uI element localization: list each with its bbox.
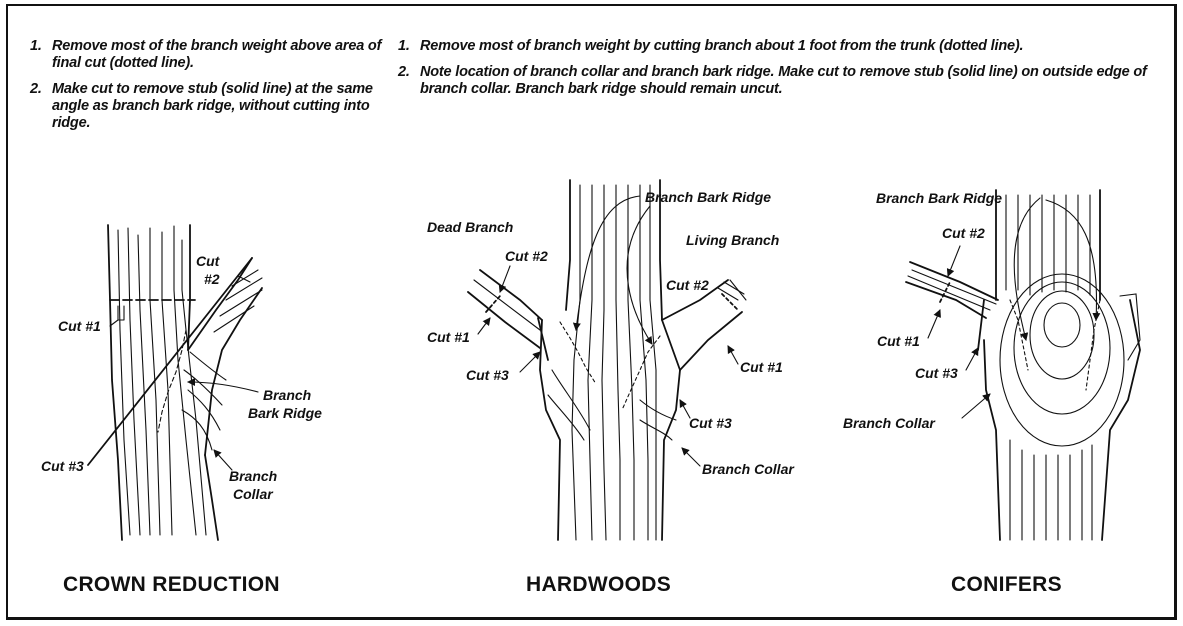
cut-1-arrow — [928, 310, 940, 338]
cut-3-solid-line — [88, 258, 252, 465]
cut-3-arrow — [966, 348, 978, 370]
collar-arrow — [214, 450, 232, 470]
cut-3-label: Cut #3 — [915, 365, 958, 381]
trunk-outline — [984, 190, 1140, 540]
branch-collar-label: Branch Collar — [843, 415, 936, 431]
branch-bark-ridge-label: Branch Bark Ridge — [645, 189, 771, 205]
trunk-bark-lines — [118, 226, 206, 535]
cut-3-solid — [978, 300, 984, 350]
collar-arrow — [962, 394, 990, 418]
collar-label-line1: Branch — [229, 468, 277, 484]
cut-2-label: Cut — [196, 253, 221, 269]
left-cut-1-dotted — [486, 296, 500, 312]
left-cut-1-arrow — [478, 318, 490, 334]
right-cut-1-dotted — [722, 294, 738, 310]
knot-rings — [1000, 274, 1124, 446]
conifers-title: CONIFERS — [951, 573, 1062, 597]
cut-3-label: Cut #3 — [41, 458, 84, 474]
cut-2-label: Cut #2 — [942, 225, 985, 241]
ridge-label-line1: Branch — [263, 387, 311, 403]
collar-label-line2: Collar — [233, 486, 274, 502]
right-cut-3-arrow — [680, 400, 690, 418]
branch-collar-label: Branch Collar — [702, 461, 795, 477]
left-cut-1-label: Cut #1 — [427, 329, 470, 345]
cut-1-label: Cut #1 — [58, 318, 101, 334]
right-cut-1-arrow — [728, 346, 738, 364]
cut-2-arrow — [948, 246, 960, 276]
collar-arrow — [682, 448, 700, 466]
cut-2-number: #2 — [204, 271, 220, 287]
left-cut-3-arrow — [520, 352, 540, 372]
left-cut-3-solid — [538, 318, 548, 360]
conifer-branch — [906, 262, 998, 318]
trunk-outline — [540, 180, 680, 540]
collar-lines — [182, 352, 226, 450]
cut-1-dotted — [940, 282, 950, 302]
living-branch-label: Living Branch — [686, 232, 779, 248]
left-cut-3-label: Cut #3 — [466, 367, 509, 383]
collar-lines — [548, 370, 676, 440]
branch-bark-ridge-label: Branch Bark Ridge — [876, 190, 1002, 206]
right-cut-1-label: Cut #1 — [740, 359, 783, 375]
branch-outline — [188, 258, 262, 455]
right-cut-2-label: Cut #2 — [666, 277, 709, 293]
ridge-label-line2: Bark Ridge — [248, 405, 322, 421]
cut-1-bracket — [118, 306, 124, 320]
right-cut-3-label: Cut #3 — [689, 415, 732, 431]
left-cut-2-label: Cut #2 — [505, 248, 548, 264]
hardwoods-title: HARDWOODS — [526, 573, 671, 597]
right-cut-3-solid — [662, 320, 680, 370]
cut-1-label: Cut #1 — [877, 333, 920, 349]
ridge-arrow — [188, 382, 258, 392]
dead-branch-label: Dead Branch — [427, 219, 513, 235]
trunk-bark-lines — [1006, 195, 1092, 540]
conifers-drawing: Branch Bark Ridge Cut #2 Cut #1 Cut #3 B… — [843, 190, 1140, 540]
crown-reduction-title: CROWN REDUCTION — [63, 573, 280, 597]
dead-branch — [468, 270, 542, 348]
crown-reduction-drawing: Cut #2 Cut #1 Cut #3 Branch Bark Ridge B… — [41, 225, 322, 540]
ridge-arrow-left — [576, 196, 640, 330]
hardwoods-drawing: Branch Bark Ridge Dead Branch Living Bra… — [427, 180, 795, 540]
